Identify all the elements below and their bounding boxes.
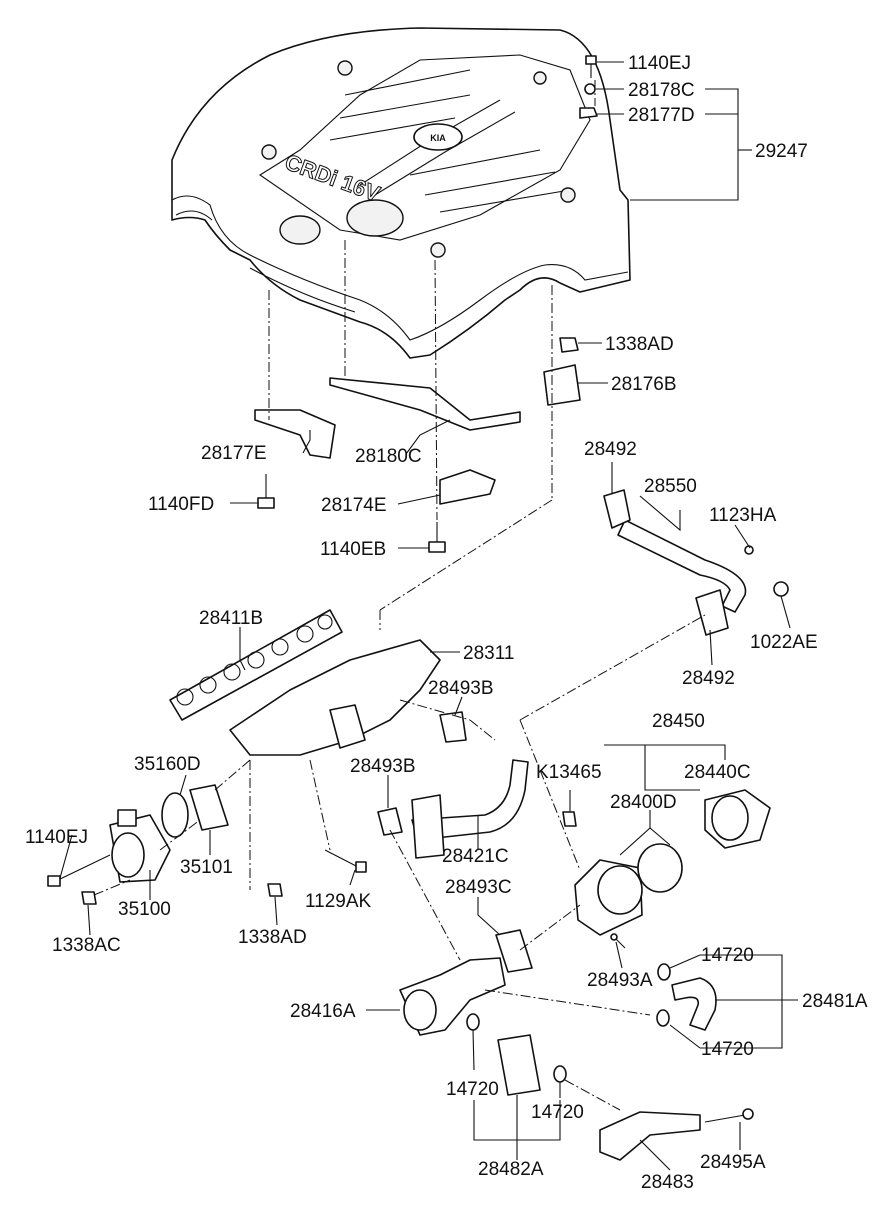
bolt-1140ej-left xyxy=(47,854,111,887)
clamp-14720-a xyxy=(466,1013,480,1031)
bracket-28174e xyxy=(439,469,496,505)
gasket-35101 xyxy=(189,784,229,831)
gasket-28493b-b xyxy=(377,807,403,836)
egr-tube-28421c xyxy=(377,711,529,859)
engine-cover: KIA CRDi 16V xyxy=(171,27,631,359)
label-14720-d: 14720 xyxy=(531,1102,584,1123)
label-1338ad-top: 1338AD xyxy=(605,334,674,355)
label-28483: 28483 xyxy=(641,1172,694,1193)
label-14720-c: 14720 xyxy=(446,1079,499,1100)
throttle-body-35100 xyxy=(109,809,171,883)
label-1123ha: 1123HA xyxy=(709,505,777,526)
bolt-1140eb xyxy=(428,522,446,553)
grommet-28177d xyxy=(579,107,598,119)
label-28416a: 28416A xyxy=(290,1001,356,1022)
label-28177e: 28177E xyxy=(201,443,267,464)
label-28493b-a: 28493B xyxy=(428,678,494,699)
label-k13465: K13465 xyxy=(536,762,602,783)
label-1338ac: 1338AC xyxy=(52,935,121,956)
label-28493c: 28493C xyxy=(445,877,512,898)
label-1140eb: 1140EB xyxy=(320,539,386,560)
label-28311: 28311 xyxy=(463,643,514,664)
bolt-1140fd xyxy=(257,474,275,509)
label-28492-bottom: 28492 xyxy=(682,668,735,689)
bracket-28176b xyxy=(543,364,581,406)
label-35100: 35100 xyxy=(118,899,171,920)
gasket-28492-top xyxy=(603,489,631,529)
hose-28481a xyxy=(671,977,717,1031)
label-28400d: 28400D xyxy=(610,792,677,813)
clamp-14720-d xyxy=(553,1065,567,1083)
label-28493a: 28493A xyxy=(587,970,653,991)
label-28411b: 28411B xyxy=(199,608,263,629)
bolt-1140ej-top xyxy=(585,55,597,78)
gasket-28493b-a xyxy=(439,711,467,743)
label-28492-top: 28492 xyxy=(584,439,637,460)
label-1338ad-bottom: 1338AD xyxy=(238,927,307,948)
manifold-flange xyxy=(329,704,366,749)
label-28177d: 28177D xyxy=(628,105,695,126)
label-28482a: 28482A xyxy=(478,1159,544,1180)
label-35101: 35101 xyxy=(180,857,233,878)
gasket-28411b xyxy=(169,609,343,721)
label-29247: 29247 xyxy=(755,141,808,162)
oring-35160d xyxy=(161,792,189,838)
egr-valve-28400d xyxy=(574,843,683,936)
label-28440c: 28440C xyxy=(684,762,751,783)
clamp-14720-c xyxy=(657,963,671,981)
kia-logo-icon xyxy=(413,123,463,151)
gasket-28493c xyxy=(495,929,533,973)
label-1140ej-left: 1140EJ xyxy=(25,827,88,848)
label-28180c: 28180C xyxy=(355,446,422,467)
egr-cooler-28440c xyxy=(704,789,771,849)
gasket-28440c xyxy=(637,843,683,893)
label-1129ak: 1129AK xyxy=(305,891,372,912)
label-28421c: 28421C xyxy=(442,846,509,867)
nut-1338ad-bottom xyxy=(267,883,283,897)
washer-28178c xyxy=(584,83,596,95)
intake-manifold-28311 xyxy=(229,639,441,756)
label-28550: 28550 xyxy=(644,476,697,497)
hose-28482a xyxy=(497,1034,541,1096)
label-28176b: 28176B xyxy=(611,374,677,395)
gasket-28492-bottom xyxy=(695,589,729,636)
assembly-centerlines xyxy=(93,80,706,1111)
label-28174e: 28174E xyxy=(321,495,387,516)
label-28481a: 28481A xyxy=(802,991,868,1012)
bolt-28493a xyxy=(610,933,626,949)
clamp-14720-b xyxy=(656,1009,670,1027)
label-28495a: 28495A xyxy=(700,1152,766,1173)
label-28493b-b: 28493B xyxy=(350,756,416,777)
pipe-28483 xyxy=(599,1111,701,1161)
label-35160d: 35160D xyxy=(134,754,201,775)
label-1140ej-top: 1140EJ xyxy=(628,53,691,74)
label-28178c: 28178C xyxy=(628,80,695,101)
cover-logo-text: KIA xyxy=(430,133,446,143)
stud-1129ak xyxy=(324,849,367,873)
label-14720-a: 14720 xyxy=(701,945,754,966)
nut-1338ad-top xyxy=(559,337,579,353)
callout-labels: 1140EJ 28178C 28177D 29247 1338AD 28176B… xyxy=(25,53,868,1193)
label-28450: 28450 xyxy=(652,711,705,732)
nut-1338ac xyxy=(81,891,97,905)
egr-pipe-28550 xyxy=(603,489,789,636)
leader-lines xyxy=(59,61,798,1171)
nut-1022ae xyxy=(773,581,789,597)
label-14720-b: 14720 xyxy=(701,1039,754,1060)
label-1022ae: 1022AE xyxy=(750,632,818,653)
bolt-28495a xyxy=(704,1108,754,1123)
housing-28416a xyxy=(399,957,506,1036)
bracket-28180c xyxy=(329,377,521,431)
label-1140fd: 1140FD xyxy=(148,494,214,515)
nut-k13465 xyxy=(562,811,577,827)
bracket-28177e xyxy=(254,409,336,459)
